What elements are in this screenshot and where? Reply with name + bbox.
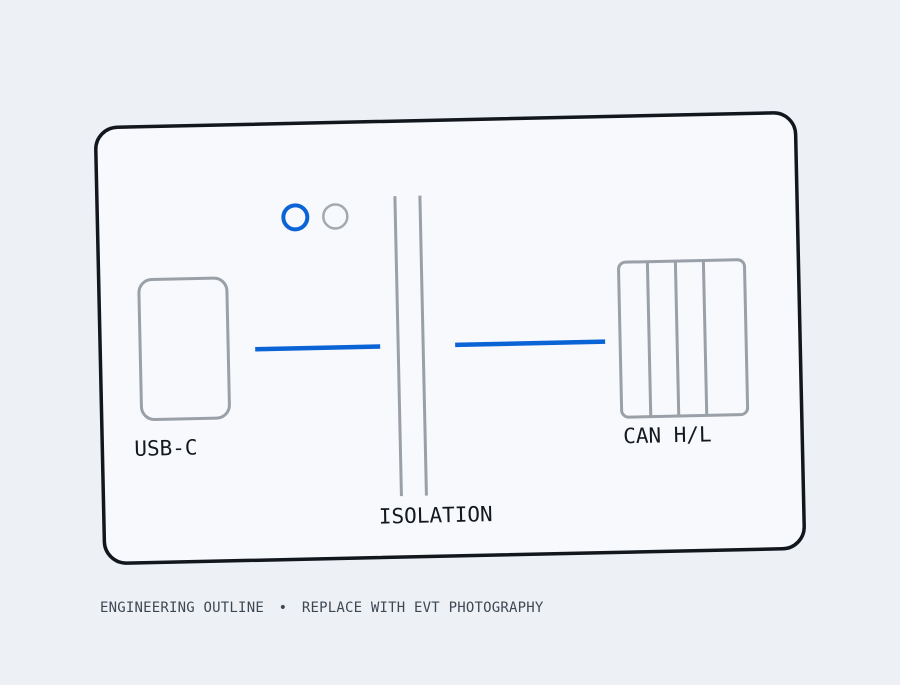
usb-c-label: USB-C [134,436,198,461]
caption-right: REPLACE WITH EVT PHOTOGRAPHY [301,600,544,616]
diagram-caption: ENGINEERING OUTLINE • REPLACE WITH EVT P… [100,600,543,616]
status-led-active [281,203,310,232]
isolation-barrier-right [418,195,428,496]
caption-left: ENGINEERING OUTLINE [100,600,264,616]
can-terminal-block [617,258,750,419]
board-outline [94,111,806,565]
terminal-divider [645,261,653,417]
signal-line-right [455,339,606,348]
terminal-divider [701,260,709,416]
isolation-barrier-left [393,196,403,497]
can-label: CAN H/L [623,422,712,448]
signal-line-left [255,344,381,352]
board-group: USB-C ISOLATION CAN H/L [94,111,806,565]
terminal-divider [673,261,681,417]
isolation-label: ISOLATION [379,502,493,528]
status-led-inactive [322,203,349,230]
usb-c-connector [137,276,231,421]
caption-separator: • [278,600,288,616]
